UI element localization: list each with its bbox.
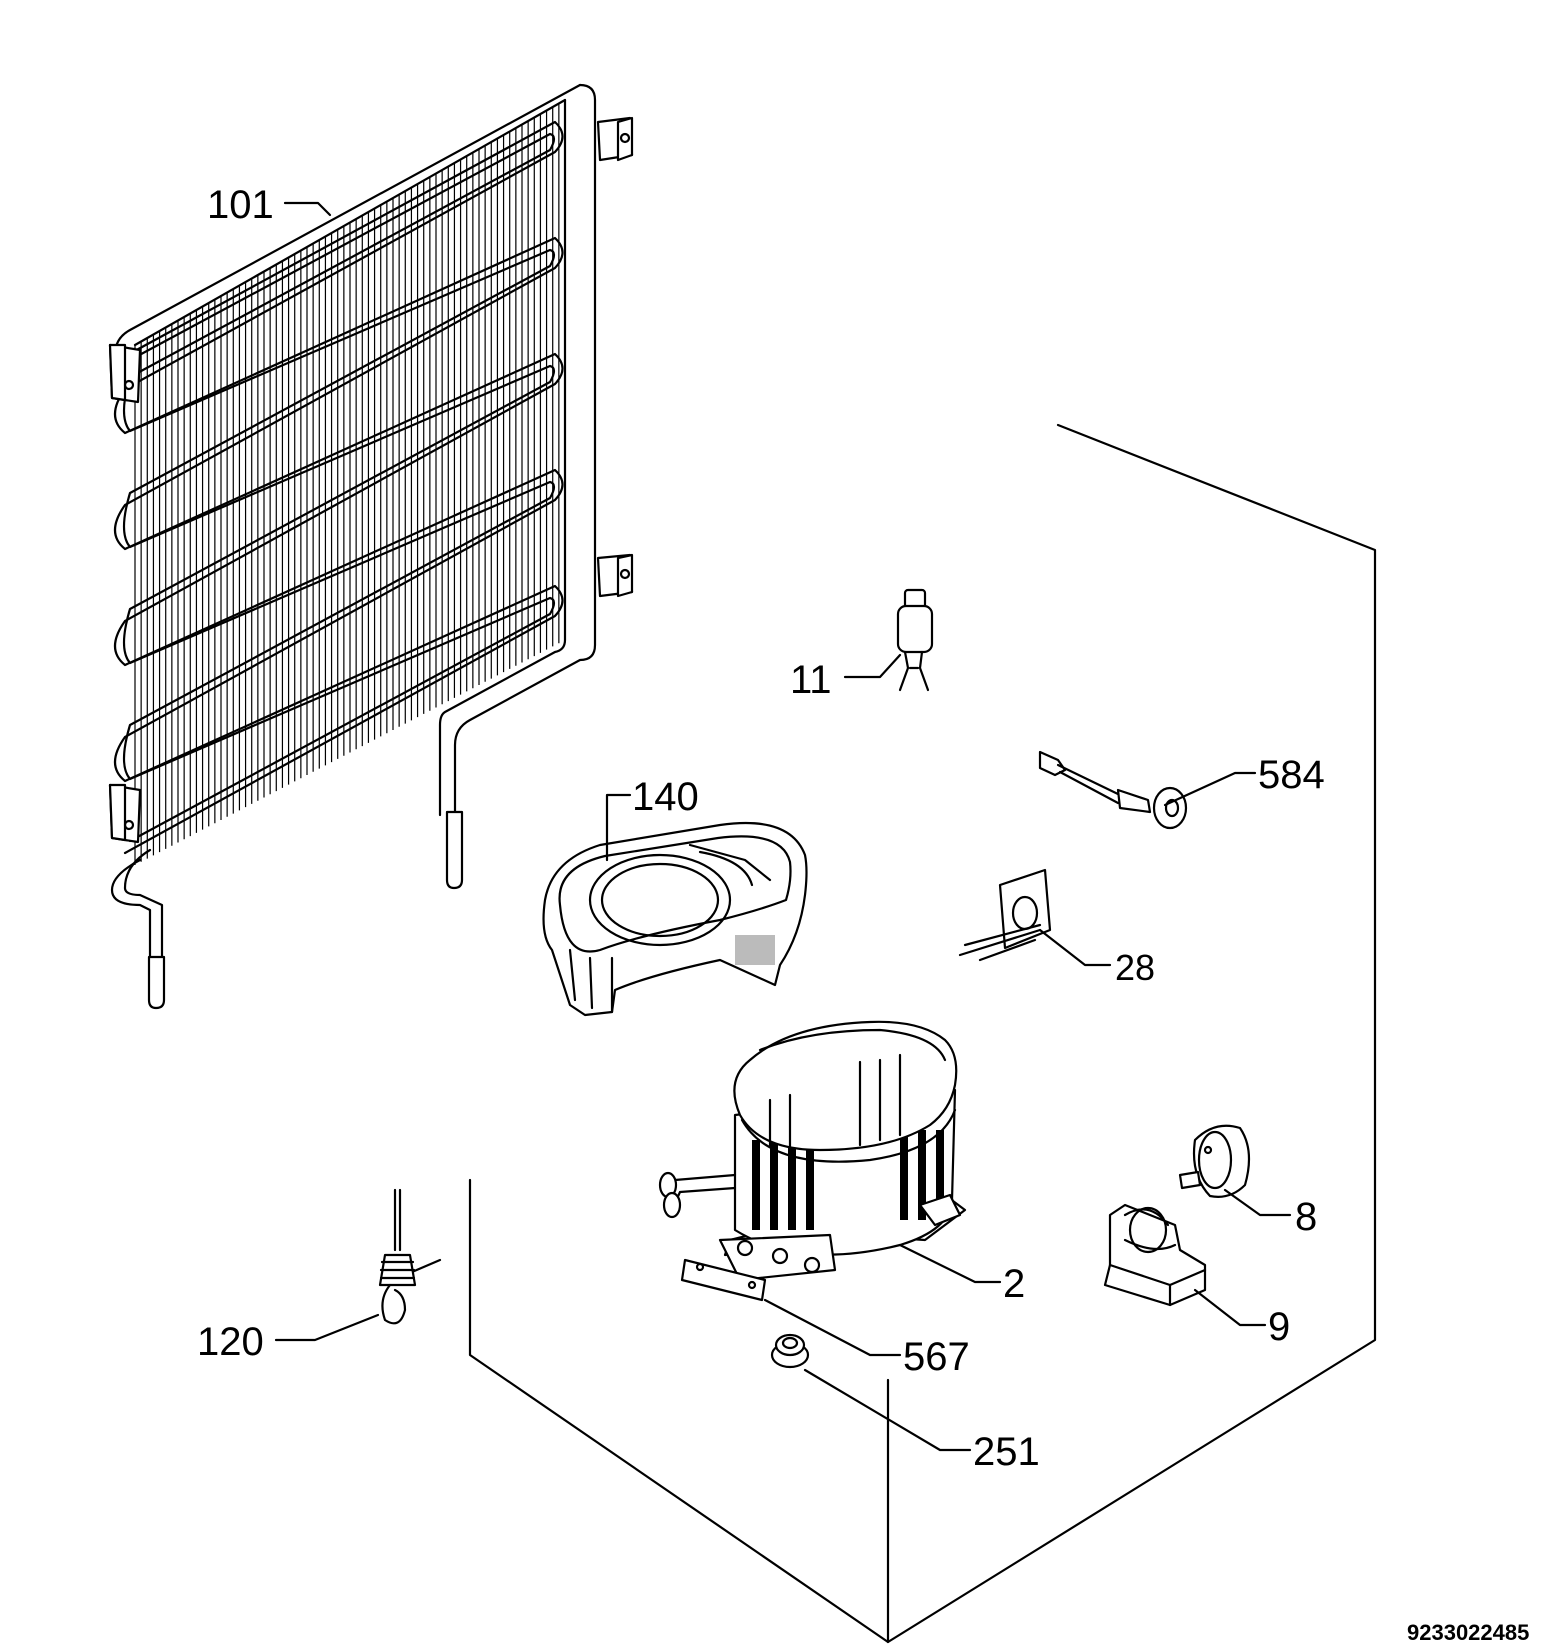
condenser-tube-inner [122, 132, 556, 843]
condenser-bracket-top-left [108, 343, 142, 404]
callout-101: 101 [207, 183, 274, 227]
cabinet-outline [468, 423, 1377, 1644]
part-9-relay [1103, 1203, 1207, 1307]
callout-251: 251 [973, 1430, 1040, 1474]
callout-2: 2 [1003, 1262, 1025, 1306]
callout-140: 140 [632, 775, 699, 819]
condenser-bracket-bottom-left [108, 783, 142, 844]
part-567-plate [680, 1258, 767, 1302]
part-140-drip-tray [542, 821, 808, 1017]
callout-11: 11 [790, 658, 832, 702]
part-11-component [896, 588, 934, 692]
drawing-number: 9233022485 [1407, 1620, 1529, 1645]
part-2-compressor [658, 1020, 967, 1282]
callout-9: 9 [1268, 1305, 1290, 1349]
callout-120: 120 [197, 1320, 264, 1364]
part-120-valve [378, 1188, 442, 1325]
callout-584: 584 [1258, 753, 1325, 797]
condenser-bracket-top-right [596, 116, 634, 162]
part-8-protector [1178, 1124, 1251, 1198]
condenser-part [108, 83, 634, 1010]
part-584-sensor [1038, 750, 1188, 830]
callout-8: 8 [1295, 1195, 1317, 1239]
callout-labels: 101 11 584 140 28 8 2 9 120 567 251 [197, 183, 1325, 1474]
condenser-bracket-mid-right [596, 553, 634, 598]
condenser-tube [113, 120, 564, 855]
condenser-fins [134, 100, 566, 865]
part-28-clip [958, 868, 1052, 962]
leader-lines [274, 201, 1292, 1452]
part-251-grommet [770, 1333, 810, 1369]
callout-28: 28 [1115, 947, 1155, 988]
compressor-stripes [752, 1130, 944, 1230]
callout-567: 567 [903, 1335, 970, 1379]
